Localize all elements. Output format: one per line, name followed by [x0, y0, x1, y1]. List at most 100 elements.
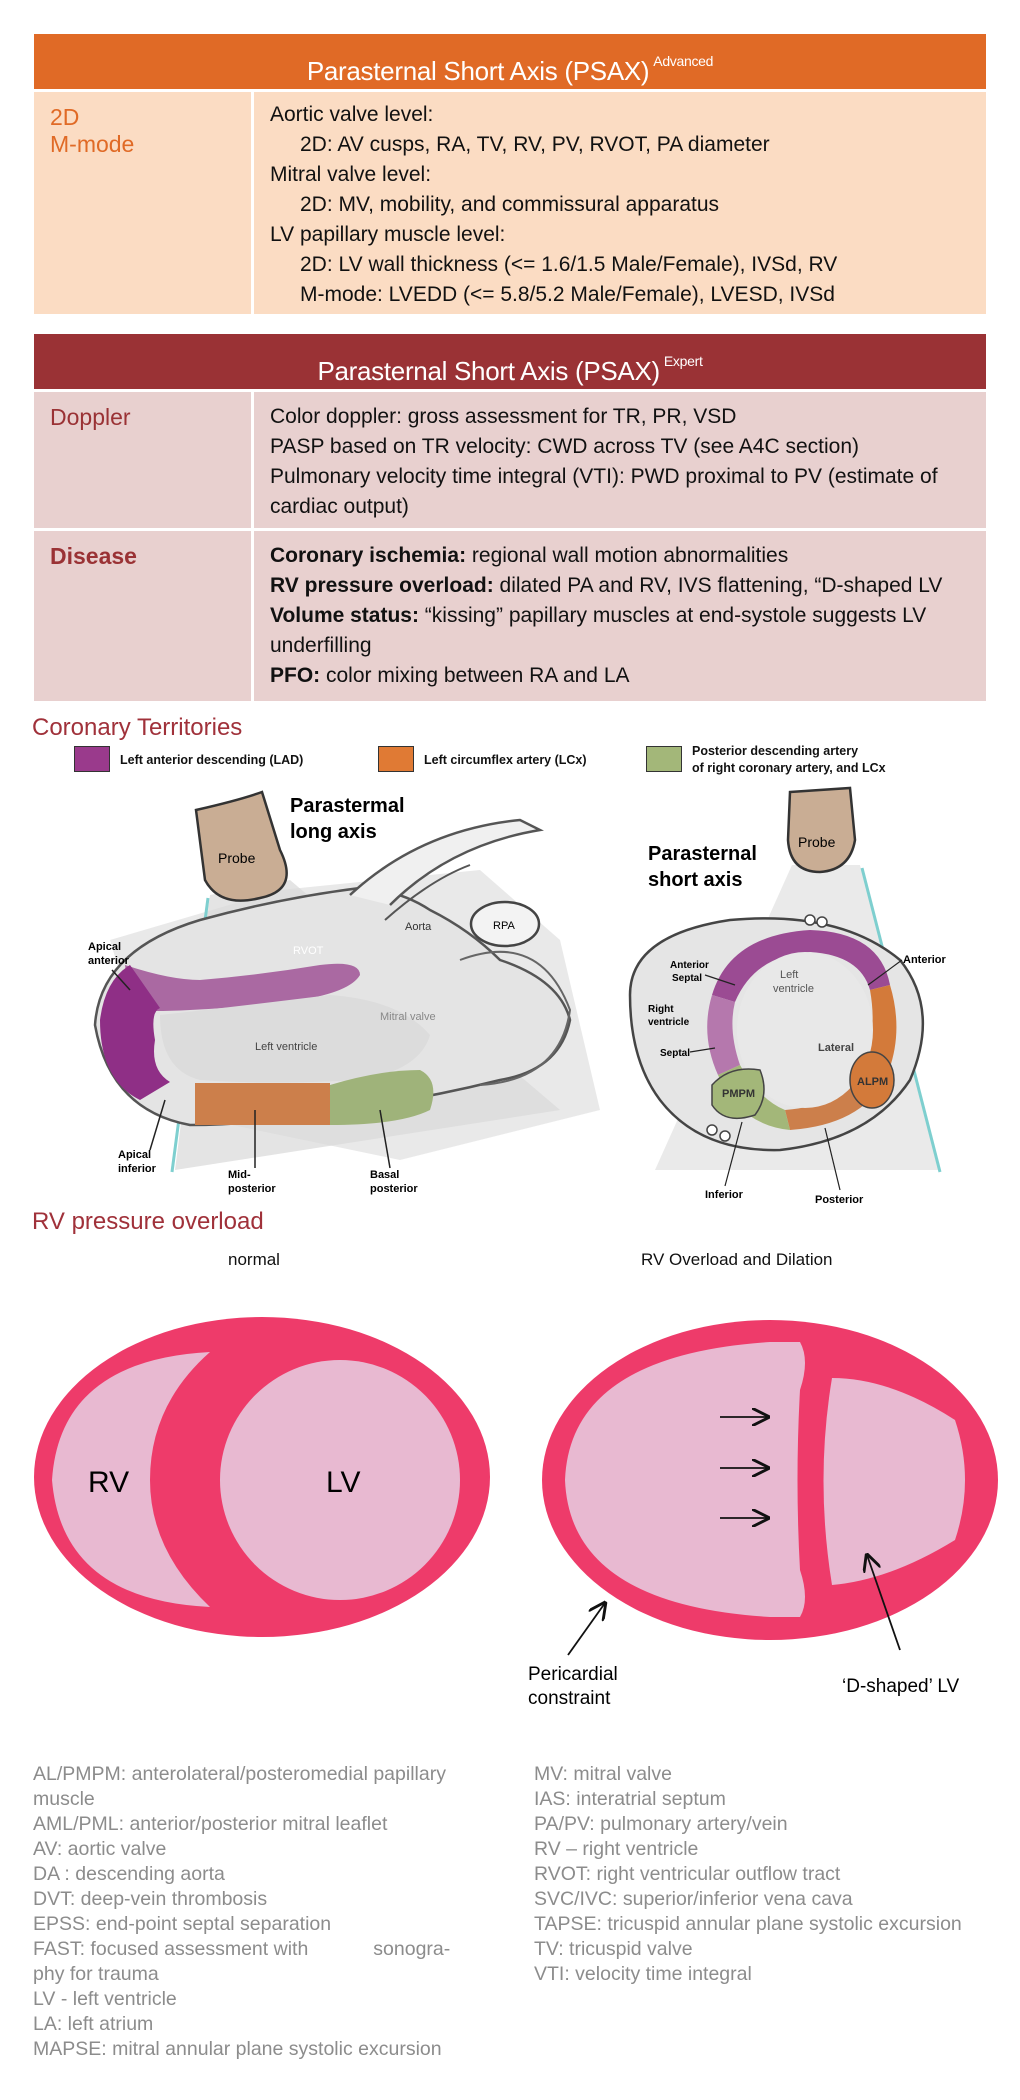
rv-label: RV — [88, 1466, 129, 1499]
expert-header: Parasternal Short Axis (PSAX)Expert — [34, 334, 986, 389]
abbr-item: AML/PML: anterior/posterior mitral leafl… — [33, 1813, 388, 1835]
abbr-item: EPSS: end-point septal separation — [33, 1913, 332, 1935]
abbr-item: MV: mitral valve — [534, 1763, 672, 1785]
plax-title-1: Parastermal — [290, 795, 405, 817]
advanced-title: Parasternal Short Axis (PSAX) — [306, 56, 650, 86]
abbr-item: IAS: interatrial septum — [534, 1788, 726, 1810]
psax-rv-1: Right — [648, 1004, 674, 1015]
label-mmode: M-mode — [50, 131, 135, 157]
rv-title: RV pressure overload — [32, 1208, 264, 1235]
plax-apical-anterior-1: Apical — [88, 941, 121, 953]
adv-line: 2D: AV cusps, RA, TV, RV, PV, RVOT, PA d… — [300, 133, 770, 156]
abbr-item: AL/PMPM: anterolateral/posteromedial pap… — [33, 1763, 446, 1785]
psax-diagram: Probe Parasternal short axis ALPM PMPM L… — [628, 786, 947, 1206]
psax-rv-2: ventricle — [648, 1017, 690, 1028]
legend-swatch-pda — [646, 746, 682, 772]
adv-line: Mitral valve level: — [270, 163, 432, 186]
psax-pmpm-label: PMPM — [722, 1088, 755, 1100]
coronary-title: Coronary Territories — [32, 714, 243, 741]
coronary-diagrams: Probe Parastermal long axis Aorta RPA RV… — [88, 786, 947, 1206]
abbr-item: VTI: velocity time integral — [534, 1963, 752, 1985]
expert-badge: Expert — [663, 353, 703, 369]
psax-title-1: Parasternal — [648, 843, 757, 865]
disease-item: RV pressure overload: dilated PA and RV,… — [270, 574, 943, 597]
psax-anterior-label: Anterior — [903, 954, 947, 966]
plax-basal-posterior-1: Basal — [370, 1169, 399, 1181]
abbr-item: TV: tricuspid valve — [534, 1938, 693, 1960]
legend-swatch-lcx — [378, 746, 414, 772]
doppler-line: Color doppler: gross assessment for TR, … — [270, 405, 737, 428]
legend-lad: Left anterior descending (LAD) — [120, 753, 304, 767]
abbr-item: AV: aortic valve — [33, 1838, 167, 1860]
rv-overload-label: RV Overload and Dilation — [641, 1250, 833, 1269]
abbr-left: AL/PMPM: anterolateral/posteromedial pap… — [33, 1762, 450, 2062]
psax-title-2: short axis — [648, 869, 742, 891]
abbr-item: DA : descending aorta — [33, 1863, 225, 1885]
plax-apical-inferior-1: Apical — [118, 1149, 151, 1161]
disease-item: Volume status: “kissing” papillary muscl… — [270, 604, 927, 657]
plax-lv-label: Left ventricle — [255, 1041, 317, 1053]
abbr-item: LA: left atrium — [33, 2013, 154, 2035]
adv-line: Aortic valve level: — [270, 103, 434, 126]
advanced-header: Parasternal Short Axis (PSAX)Advanced — [34, 34, 986, 89]
abbr-item: FAST: focused assessment with sonogra- — [33, 1938, 451, 1960]
abbr-item: DVT: deep-vein thrombosis — [33, 1888, 268, 1910]
abbr-item: SVC/IVC: superior/inferior vena cava — [534, 1888, 853, 1910]
psax-alpm-label: ALPM — [857, 1076, 888, 1088]
rv-normal-label: normal — [228, 1250, 280, 1269]
psax-septal-label: Septal — [660, 1048, 690, 1059]
doppler-label: Doppler — [34, 392, 254, 528]
plax-mid-posterior-2: posterior — [228, 1183, 276, 1195]
psax-probe-label: Probe — [798, 834, 836, 850]
adv-line: M-mode: LVEDD (<= 5.8/5.2 Male/Female), … — [300, 283, 835, 306]
adv-line: 2D: LV wall thickness (<= 1.6/1.5 Male/F… — [300, 253, 838, 276]
plax-diagram: Probe Parastermal long axis Aorta RPA RV… — [88, 790, 600, 1195]
plax-apical-anterior-2: anterior — [88, 955, 130, 967]
psax-lateral-label: Lateral — [818, 1042, 854, 1054]
doppler-line: PASP based on TR velocity: CWD across TV… — [270, 435, 860, 458]
abbr-item: MAPSE: mitral annular plane systolic exc… — [33, 2038, 442, 2060]
abbr-item: LV - left ventricle — [33, 1988, 177, 2010]
label-2d: 2D — [50, 104, 80, 130]
psax-posterior-label: Posterior — [815, 1194, 864, 1206]
plax-mid-posterior-1: Mid- — [228, 1169, 251, 1181]
pericardial-2: constraint — [528, 1688, 611, 1709]
doppler-content: Color doppler: gross assessment for TR, … — [254, 392, 986, 528]
lv-label: LV — [326, 1466, 360, 1499]
dshaped-label: ‘D-shaped’ LV — [842, 1676, 960, 1697]
rv-overload-diagram: Pericardial constraint ‘D-shaped’ LV — [528, 1320, 998, 1709]
plax-basal-posterior-2: posterior — [370, 1183, 418, 1195]
plax-apical-inferior-2: inferior — [118, 1163, 157, 1175]
legend-lcx: Left circumflex artery (LCx) — [424, 753, 587, 767]
abbr-item: phy for trauma — [33, 1963, 159, 1985]
abbr-item: muscle — [33, 1788, 95, 1810]
advanced-table: Parasternal Short Axis (PSAX)Advanced 2D… — [34, 34, 986, 314]
disease-item: Coronary ischemia: regional wall motion … — [270, 544, 789, 567]
abbr-item: RV – right ventricle — [534, 1838, 699, 1860]
abbr-item: TAPSE: tricuspid annular plane systolic … — [534, 1913, 962, 1935]
doppler-line: Pulmonary velocity time integral (VTI): … — [270, 465, 938, 518]
psax-lv-1: Left — [780, 969, 798, 981]
advanced-badge: Advanced — [653, 53, 714, 69]
plax-rvot-label: RVOT — [293, 945, 324, 957]
plax-rpa-label: RPA — [493, 920, 515, 932]
advanced-left-label: 2D M-mode — [34, 92, 254, 314]
psax-ant-septal-1: Anterior — [670, 960, 709, 971]
disease-content: Coronary ischemia: regional wall motion … — [254, 531, 986, 701]
rv-normal-diagram: RV LV — [34, 1317, 490, 1637]
abbr-item: PA/PV: pulmonary artery/vein — [534, 1813, 788, 1835]
adv-line: LV papillary muscle level: — [270, 223, 506, 246]
psax-lv-2: ventricle — [773, 983, 814, 995]
expert-table: Parasternal Short Axis (PSAX)Expert Dopp… — [34, 334, 986, 701]
legend-pda: Posterior descending artery of right cor… — [692, 744, 886, 775]
abbr-right: MV: mitral valve IAS: interatrial septum… — [534, 1762, 962, 1987]
plax-aorta-label: Aorta — [405, 921, 432, 933]
adv-line: 2D: MV, mobility, and commissural appara… — [300, 193, 720, 216]
abbr-item: RVOT: right ventricular outflow tract — [534, 1863, 841, 1885]
disease-item: PFO: color mixing between RA and LA — [270, 664, 630, 687]
psax-ant-septal-2: Septal — [672, 973, 702, 984]
legend-swatch-lad — [74, 746, 110, 772]
pericardial-1: Pericardial — [528, 1664, 618, 1685]
plax-title-2: long axis — [290, 821, 377, 843]
plax-probe-label: Probe — [218, 850, 256, 866]
